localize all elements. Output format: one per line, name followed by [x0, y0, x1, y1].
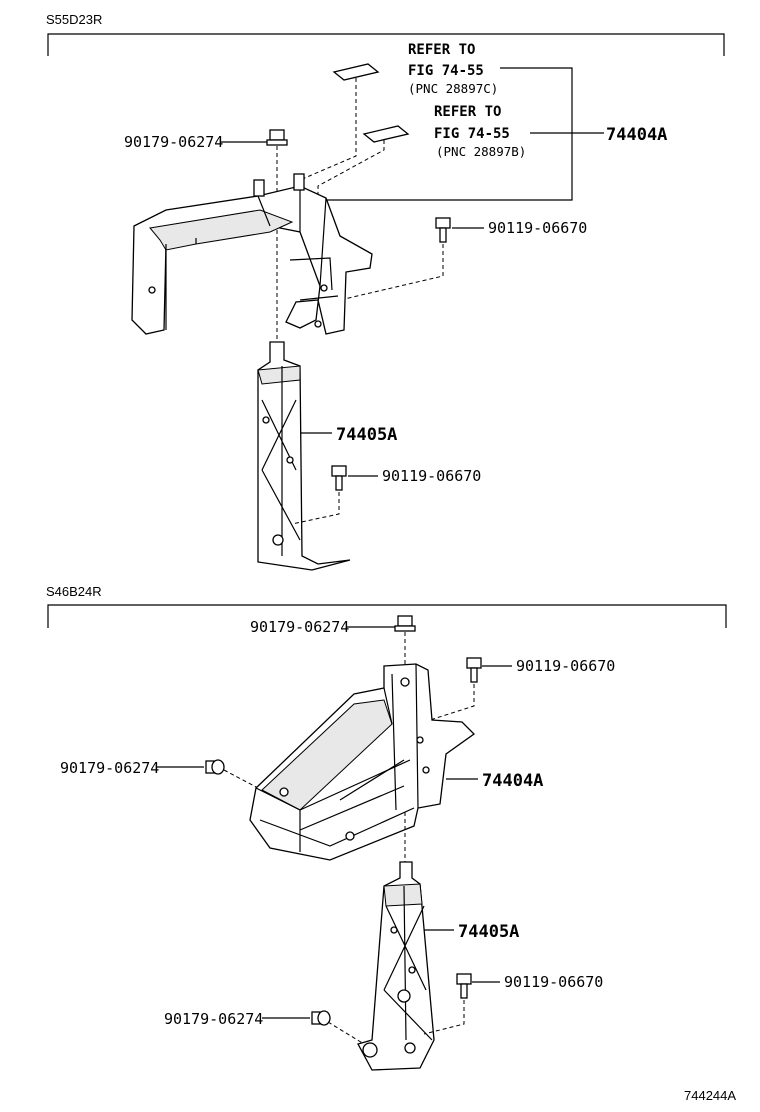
leader-refer-1	[320, 67, 573, 201]
bolt-top-label-s1: 90179-06274	[124, 133, 223, 151]
part-74405A-s1: 74405A	[336, 425, 397, 445]
refer-1-line-3: (PNC 28897C)	[408, 81, 498, 96]
bolt-right-label-s1: 90119-06670	[488, 219, 587, 237]
flange-nut-icon-s2	[394, 615, 416, 632]
support-74405A-s2	[357, 861, 435, 1071]
part-74404A-s1: 74404A	[606, 125, 667, 145]
leader-dash-bolt-right-s1	[339, 244, 444, 301]
bolt-lower-right-label-s2: 90119-06670	[504, 973, 603, 991]
refer-2-line-1: REFER TO	[434, 104, 501, 120]
part-74405A-s2: 74405A	[458, 922, 519, 942]
label-plate-2	[362, 125, 410, 143]
bolt-lower-label-s1: 90119-06670	[382, 467, 481, 485]
bolt-top-label-s2: 90179-06274	[250, 618, 349, 636]
bolt-icon-s2	[466, 657, 482, 683]
section-2-bracket	[47, 604, 727, 628]
leader-plate-1	[299, 78, 357, 190]
bolt-lower-left-label-s2: 90179-06274	[164, 1010, 263, 1028]
leader-dash-bolt-lower-s1	[291, 492, 340, 525]
figure-code: 744244A	[684, 1088, 736, 1103]
nut-icon-lower-left-s2	[311, 1010, 331, 1026]
section-2-code: S46B24R	[46, 584, 102, 599]
label-plate-1	[332, 63, 380, 81]
bolt-right-top-label-s2: 90119-06670	[516, 657, 615, 675]
flange-nut-icon	[266, 129, 288, 146]
part-74404A-s2: 74404A	[482, 771, 543, 791]
leader-dash-bolt-lower-right-s2	[423, 1000, 465, 1035]
bolt-icon	[435, 217, 451, 243]
support-74405A-s1	[257, 341, 351, 571]
bracket-74404A-s1	[131, 173, 373, 335]
section-1-bracket	[47, 33, 725, 56]
bracket-74404A-s2	[249, 663, 476, 861]
bolt-lower-right-icon-s2	[456, 973, 472, 999]
refer-2-line-3: (PNC 28897B)	[436, 144, 526, 159]
nut-icon-left-s2	[205, 759, 225, 775]
refer-1-line-2: FIG 74-55	[408, 63, 484, 79]
leader-dash-bolt-lower-left-s2	[327, 1021, 365, 1045]
refer-1-line-1: REFER TO	[408, 42, 475, 58]
bolt-lower-icon	[331, 465, 347, 491]
leader-dash-bolt-right-s2	[429, 684, 475, 721]
section-1-code: S55D23R	[46, 12, 102, 27]
bolt-left-label-s2: 90179-06274	[60, 759, 159, 777]
refer-2-line-2: FIG 74-55	[434, 126, 510, 142]
leader-dash-bolt-left-s2	[223, 769, 259, 789]
